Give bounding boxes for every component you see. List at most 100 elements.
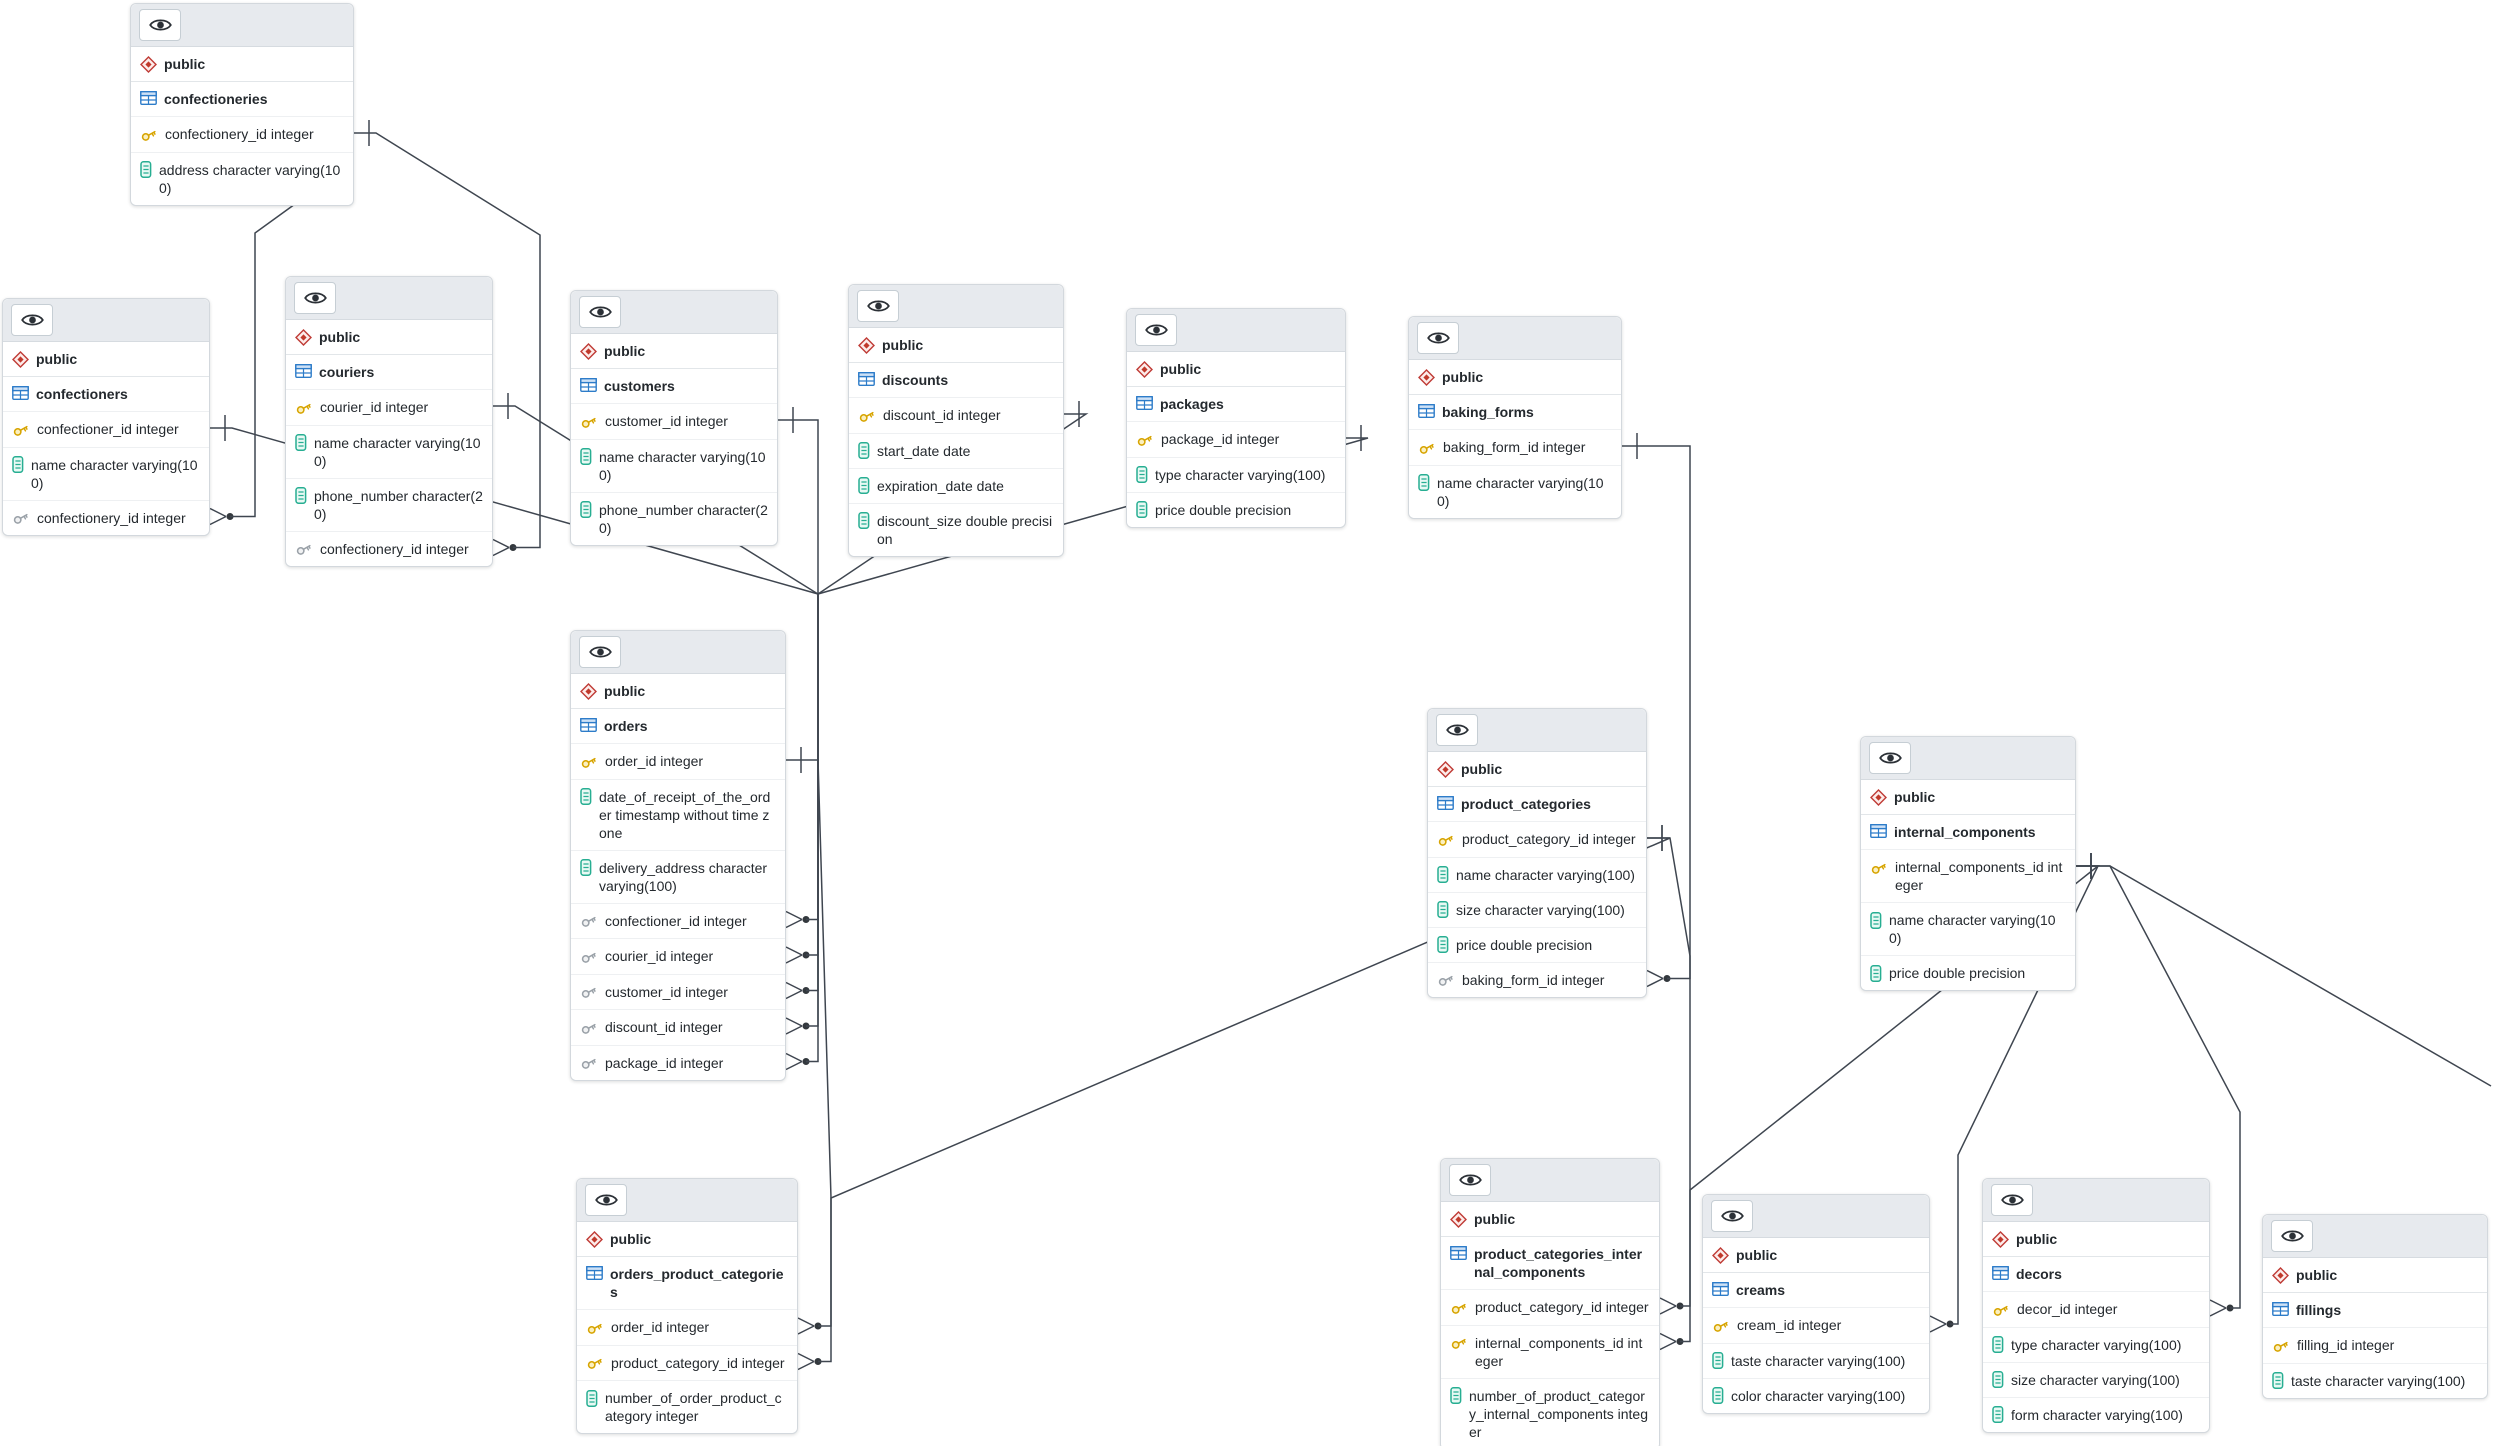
column-label: price double precision (1456, 936, 1593, 953)
show-details-button[interactable] (1869, 742, 1911, 774)
table-card-orders_product_categories[interactable]: public orders_product_categories (576, 1178, 798, 1434)
table-grid-icon (580, 717, 597, 732)
schema-diamond-icon (1418, 368, 1435, 386)
show-details-button[interactable] (294, 282, 336, 314)
show-details-button[interactable] (139, 9, 181, 41)
table-grid-icon (1437, 795, 1454, 810)
table-grid-icon (12, 385, 29, 400)
schema-diamond-icon (140, 55, 157, 73)
table-card-couriers[interactable]: public couriers courier_id intege (285, 276, 493, 567)
column-label: internal_components_id integer (1895, 859, 2063, 893)
column-icon (858, 442, 870, 459)
table-card-orders[interactable]: public orders order_id integer (570, 630, 786, 1081)
schema-diamond-icon (12, 350, 29, 368)
table-card-creams[interactable]: public creams cream_id integer (1702, 1194, 1930, 1414)
show-details-button[interactable] (579, 636, 621, 668)
table-card-packages[interactable]: public packages package_id intege (1126, 308, 1346, 528)
show-details-button[interactable] (579, 296, 621, 328)
column-icon (1437, 866, 1449, 883)
column-row: name character varying(100) (1428, 856, 1646, 892)
schema-diamond-icon (580, 342, 597, 360)
column-label: discount_id integer (605, 1019, 723, 1035)
table-card-fillings[interactable]: public fillings filling_id intege (2262, 1214, 2488, 1399)
table-header (1983, 1179, 2209, 1222)
schema-diamond-icon (1870, 788, 1887, 806)
table-card-discounts[interactable]: public discounts discount_id inte (848, 284, 1064, 557)
column-row: product_category_id integer (577, 1344, 797, 1380)
schema-diamond-icon (1136, 360, 1153, 378)
column-row: confectioner_id integer (3, 411, 209, 447)
table-grid-icon (295, 363, 312, 378)
foreign-key-icon (580, 1019, 598, 1037)
column-label: product_category_id integer (1462, 831, 1636, 847)
schema-row: public (1703, 1238, 1929, 1272)
column-icon (1136, 466, 1148, 483)
column-row: size character varying(100) (1428, 891, 1646, 927)
show-details-button[interactable] (1449, 1164, 1491, 1196)
column-label: baking_form_id integer (1462, 971, 1605, 988)
show-details-button[interactable] (1711, 1200, 1753, 1232)
schema-name: public (1442, 369, 1484, 385)
show-details-button[interactable] (2271, 1220, 2313, 1252)
table-card-confectioneries[interactable]: public confectioneries confection (130, 3, 354, 206)
table-name: creams (1736, 1282, 1786, 1298)
eye-icon (148, 17, 172, 33)
primary-key-icon (1418, 439, 1436, 457)
column-label: price double precision (1155, 501, 1292, 518)
table-grid-icon (580, 377, 597, 392)
table-card-product_categories[interactable]: public product_categories product (1427, 708, 1647, 998)
table-card-decors[interactable]: public decors decor_id integer (1982, 1178, 2210, 1433)
show-details-button[interactable] (857, 290, 899, 322)
column-label: name character varying(100) (1889, 912, 2056, 946)
column-row: number_of_product_category_internal_comp… (1441, 1377, 1659, 1446)
table-grid-icon (2272, 1301, 2289, 1316)
table-card-customers[interactable]: public customers customer_id inte (570, 290, 778, 546)
column-row: start_date date (849, 432, 1063, 468)
column-label: confectioner_id integer (37, 421, 179, 437)
column-row: confectionery_id integer (286, 530, 492, 566)
show-details-button[interactable] (1991, 1184, 2033, 1216)
table-header (571, 291, 777, 334)
column-label: baking_form_id integer (1443, 439, 1586, 455)
table-card-product_categories_internal_components[interactable]: public product_categories_internal_compo… (1440, 1158, 1660, 1446)
column-row: order_id integer (577, 1309, 797, 1345)
show-details-button[interactable] (1135, 314, 1177, 346)
table-grid-icon (1450, 1245, 1467, 1260)
schema-diamond-icon (1712, 1246, 1729, 1264)
eye-icon (20, 312, 44, 328)
eye-icon (1445, 722, 1469, 738)
schema-name: public (1894, 789, 1936, 805)
schema-row: public (571, 674, 785, 708)
column-row: discount_id integer (849, 397, 1063, 433)
column-row: date_of_receipt_of_the_order timestamp w… (571, 778, 785, 850)
column-row: product_category_id integer (1441, 1289, 1659, 1325)
eye-icon (1720, 1208, 1744, 1224)
schema-name: public (1160, 361, 1202, 377)
show-details-button[interactable] (1417, 322, 1459, 354)
table-card-baking_forms[interactable]: public baking_forms baking_form_i (1408, 316, 1622, 519)
column-row: confectioner_id integer (571, 902, 785, 938)
table-name: internal_components (1894, 824, 2036, 840)
schema-name: public (36, 351, 78, 367)
table-card-internal_components[interactable]: public internal_components intern (1860, 736, 2076, 991)
table-header (1703, 1195, 1929, 1238)
eye-icon (1144, 322, 1168, 338)
schema-diamond-icon (1992, 1230, 2009, 1248)
table-header (1861, 737, 2075, 780)
show-details-button[interactable] (1436, 714, 1478, 746)
primary-key-icon (2272, 1337, 2290, 1355)
show-details-button[interactable] (585, 1184, 627, 1216)
table-name: baking_forms (1442, 404, 1534, 420)
column-label: date_of_receipt_of_the_order timestamp w… (599, 788, 771, 841)
schema-name: public (1474, 1211, 1516, 1227)
column-row: order_id integer (571, 743, 785, 779)
column-label: package_id integer (1161, 431, 1280, 447)
primary-key-icon (586, 1319, 604, 1337)
column-icon (1437, 901, 1449, 918)
table-card-confectioners[interactable]: public confectioners confectioner (2, 298, 210, 536)
show-details-button[interactable] (11, 304, 53, 336)
column-row: name character varying(100) (571, 438, 777, 492)
schema-row: public (1428, 752, 1646, 786)
table-header (286, 277, 492, 320)
